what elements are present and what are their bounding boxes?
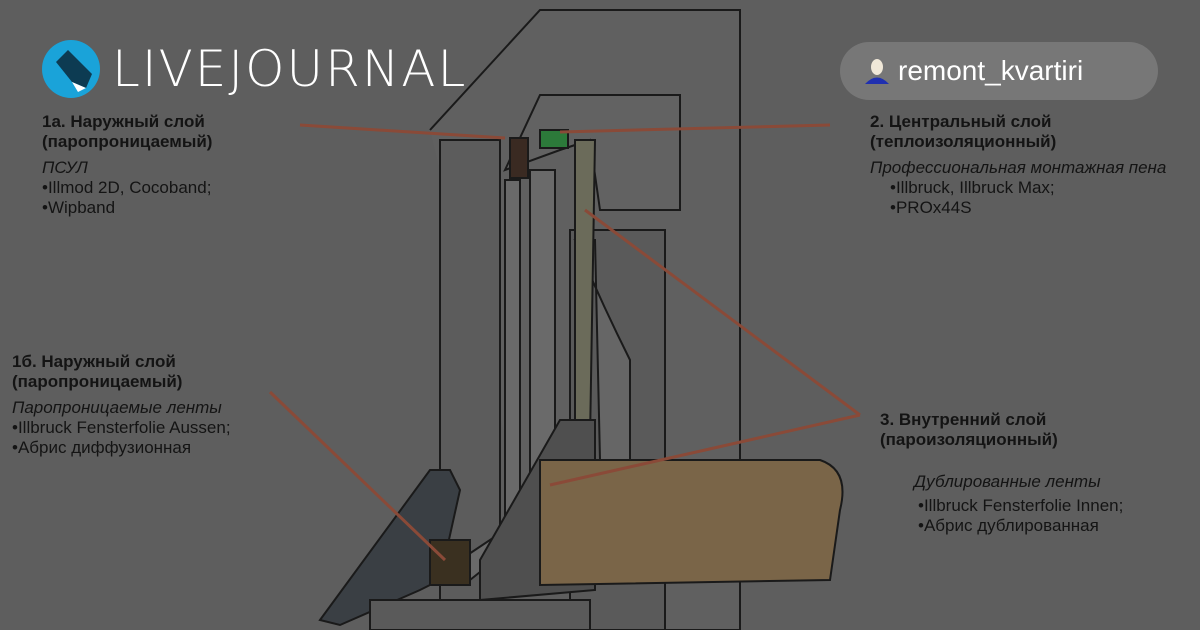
- user-badge[interactable]: remont_kvartiri: [840, 42, 1158, 100]
- label-item: •PROx44S: [890, 198, 972, 217]
- label-item: •Illbruck Fensterfolie Aussen;: [12, 418, 231, 437]
- user-icon: [865, 59, 889, 84]
- label-subtitle: (пароизоляционный): [880, 430, 1058, 449]
- label-inner-layer-3: 3. Внутренний слой (пароизоляционный) Ду…: [880, 410, 1123, 536]
- label-title: 1а. Наружный слой: [42, 112, 205, 131]
- label-item: •Wipband: [42, 198, 116, 217]
- label-item: •Illmod 2D, Cocoband;: [42, 178, 212, 197]
- label-item: •Абрис диффузионная: [12, 438, 192, 457]
- label-type: Паропроницаемые ленты: [12, 398, 222, 417]
- label-subtitle: (паропроницаемый): [12, 372, 183, 391]
- label-title: 1б. Наружный слой: [12, 352, 176, 371]
- label-item: •Абрис дублированная: [918, 516, 1099, 535]
- label-central-layer-2: 2. Центральный слой (теплоизоляционный) …: [870, 112, 1166, 218]
- label-subtitle: (паропроницаемый): [42, 132, 213, 151]
- label-type: Профессиональная монтажная пена: [870, 158, 1167, 177]
- label-item: •Illbruck Fensterfolie Innen;: [918, 496, 1124, 515]
- username: remont_kvartiri: [898, 55, 1084, 86]
- pencil-icon: [42, 40, 100, 98]
- label-outer-layer-1a: 1а. Наружный слой (паропроницаемый) ПСУЛ…: [42, 112, 212, 218]
- label-subtitle: (теплоизоляционный): [870, 132, 1057, 151]
- livejournal-logo[interactable]: LIVEJOURNAL: [42, 40, 467, 98]
- label-item: •Illbruck, Illbruck Max;: [890, 178, 1055, 197]
- brand-name: LIVEJOURNAL: [112, 40, 468, 98]
- label-type: ПСУЛ: [42, 158, 88, 177]
- label-title: 2. Центральный слой: [870, 112, 1052, 131]
- label-outer-layer-1b: 1б. Наружный слой (паропроницаемый) Паро…: [12, 352, 231, 458]
- label-type: Дублированные ленты: [914, 472, 1101, 491]
- label-title: 3. Внутренний слой: [880, 410, 1047, 429]
